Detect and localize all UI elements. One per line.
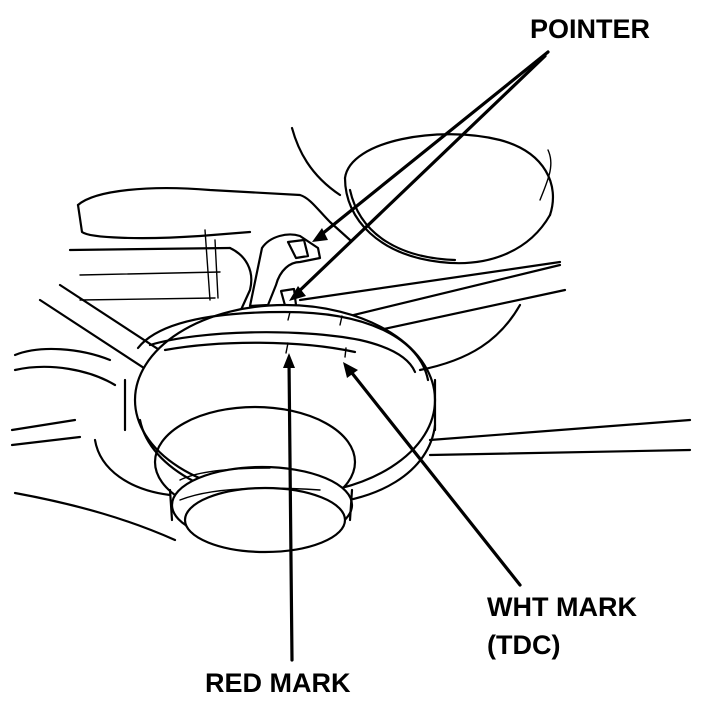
wht-mark-label: WHT MARK — [487, 592, 637, 622]
crankshaft-pulley — [123, 303, 437, 554]
red-mark-label: RED MARK — [205, 668, 351, 698]
red-mark-arrow — [283, 353, 295, 662]
pointer-bracket — [248, 233, 322, 311]
pointer-arrow-upper — [312, 50, 550, 242]
tdc-label: (TDC) — [487, 630, 561, 660]
idler-pulley — [343, 133, 555, 265]
left-accessory — [13, 347, 172, 497]
wht-mark-arrow — [343, 362, 522, 587]
pointer-arrow-lower — [289, 54, 547, 301]
right-frame — [418, 303, 692, 457]
pointer-label: POINTER — [530, 14, 651, 44]
timing-marks — [285, 311, 347, 358]
engine-casing — [68, 126, 352, 314]
